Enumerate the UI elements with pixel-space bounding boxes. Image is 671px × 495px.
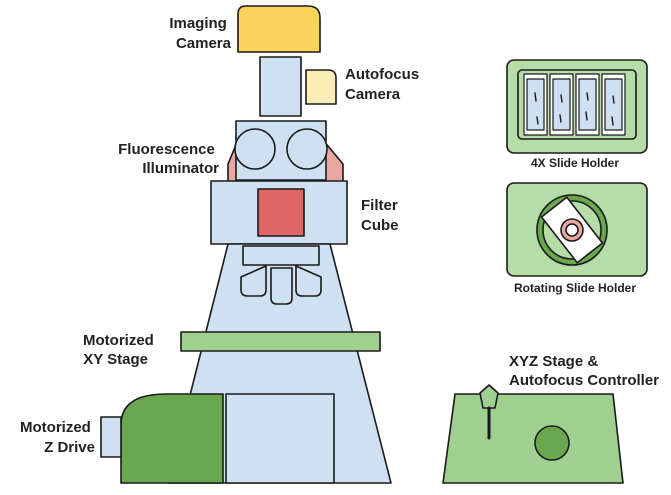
label-motorized-z-drive: Motorized Z Drive [20, 419, 95, 456]
rotating-specimen-inner [565, 223, 579, 237]
label-4x-slide-holder: 4X Slide Holder [531, 156, 619, 170]
slide-holder-4x-slides [523, 73, 626, 136]
label-rotating-slide-holder: Rotating Slide Holder [514, 281, 636, 295]
z-drive [120, 393, 224, 484]
nosepiece [242, 245, 320, 266]
z-drive-knob [100, 416, 122, 458]
illuminator-lamp-left [234, 128, 276, 170]
base-box [225, 393, 335, 484]
filter-cube [257, 188, 305, 237]
controller-knob [534, 425, 570, 461]
camera-adapter [259, 56, 302, 117]
label-motorized-xy-stage: Motorized XY Stage [83, 332, 158, 368]
imaging-camera [237, 5, 321, 53]
label-fluorescence-illuminator: Fluorescence Illuminator [118, 141, 219, 177]
illuminator-lamp-right [286, 128, 328, 170]
label-autofocus-camera: Autofocus Camera [345, 66, 423, 103]
label-filter-cube: Filter Cube [361, 197, 402, 234]
objective-center [270, 267, 293, 305]
label-imaging-camera: Imaging Camera [169, 15, 231, 52]
autofocus-camera [305, 69, 337, 105]
label-xyz-controller: XYZ Stage & Autofocus Controller [509, 353, 659, 389]
objective-left [240, 265, 267, 297]
xy-stage [180, 331, 381, 352]
slide-specimens [534, 92, 615, 126]
joystick-knob [479, 384, 499, 409]
xyz-controller [442, 393, 624, 484]
objective-right [295, 265, 322, 297]
